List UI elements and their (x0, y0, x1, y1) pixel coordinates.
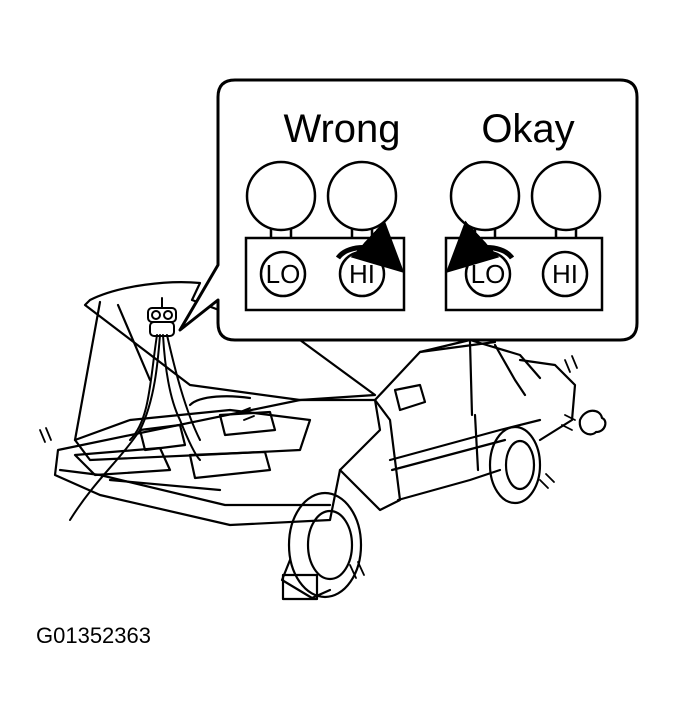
car-roof (418, 340, 497, 354)
hose-fittings (147, 297, 177, 337)
wrong-heading: Wrong (283, 107, 400, 151)
okay-high-gauge-dial (530, 160, 602, 232)
wrong-hi-label: HI (349, 259, 375, 289)
okay-low-gauge-dial (449, 160, 521, 232)
car-rear-window (493, 343, 527, 397)
wrong-manifold-gauge (244, 160, 406, 312)
okay-hi-label: HI (552, 259, 578, 289)
side-mirror (393, 383, 427, 412)
gauge-hoses (69, 334, 201, 521)
front-wheel (280, 491, 363, 601)
vibration-marks (39, 355, 578, 579)
wrong-lo-label: LO (266, 259, 301, 289)
wrong-rotation-arrow (335, 220, 405, 273)
car-front-bumper (53, 398, 382, 527)
okay-heading: Okay (481, 107, 574, 151)
okay-manifold-gauge (444, 160, 604, 312)
wrong-low-gauge-dial (245, 160, 317, 232)
wrong-lo-knob (259, 250, 307, 298)
callout-bubble: Wrong Okay LO HI LO HI (178, 78, 639, 342)
car-trunk (518, 358, 577, 442)
left-headlight (73, 446, 172, 477)
figure-id: G01352363 (36, 623, 151, 648)
rear-wheel (488, 425, 542, 505)
car-hood (83, 281, 377, 402)
okay-rotation-arrow (445, 220, 515, 273)
car-windshield (373, 338, 542, 402)
car-illustration (39, 281, 607, 601)
wrong-high-gauge-dial (326, 160, 398, 232)
engine-bay (73, 408, 312, 462)
car-body-side (338, 398, 402, 512)
okay-lo-label: LO (471, 259, 506, 289)
exhaust-puff (578, 409, 607, 436)
hood-prop-rod (73, 300, 102, 442)
okay-hi-knob (541, 250, 589, 298)
